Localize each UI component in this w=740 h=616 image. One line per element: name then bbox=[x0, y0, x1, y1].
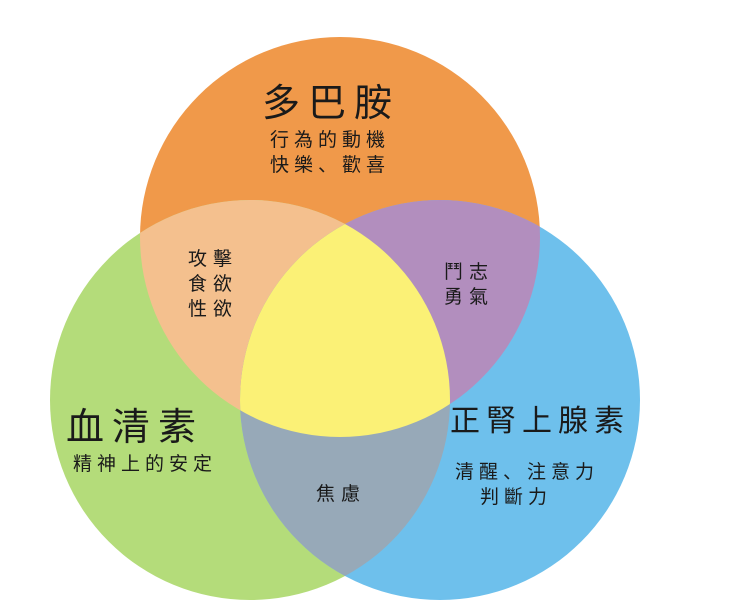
dopamine-desc-line-1: 行為的動機 bbox=[270, 129, 391, 151]
dopamine-desc-line-2: 快樂、歡喜 bbox=[270, 154, 391, 176]
courage-label: 勇氣 bbox=[444, 286, 495, 308]
center-overlap bbox=[240, 200, 450, 437]
libido-label: 性欲 bbox=[188, 298, 239, 320]
aggression-label: 攻擊 bbox=[188, 248, 239, 270]
anxiety-label: 焦慮 bbox=[316, 483, 367, 505]
norepinephrine-title: 正腎上腺素 bbox=[450, 404, 630, 439]
norepinephrine-desc-line-1: 清醒、注意力 bbox=[455, 461, 600, 483]
norepinephrine-desc-line-2: 判斷力 bbox=[480, 486, 553, 508]
dopamine-title: 多巴胺 bbox=[262, 81, 401, 125]
serotonin-title: 血清素 bbox=[66, 405, 205, 449]
serotonin-desc-line-1: 精神上的安定 bbox=[73, 453, 218, 475]
appetite-label: 食欲 bbox=[188, 273, 239, 295]
fighting-spirit-label: 鬥志 bbox=[444, 261, 495, 283]
